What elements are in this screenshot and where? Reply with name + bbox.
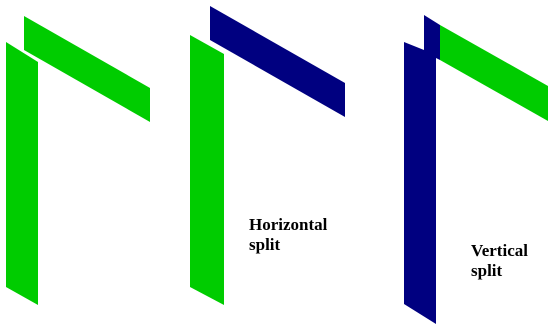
caption-vertical-line1: Vertical [471, 241, 528, 261]
caption-vertical-split: Vertical split [471, 241, 528, 281]
caption-horizontal-line1: Horizontal [249, 215, 327, 235]
caption-vertical-line2: split [471, 261, 528, 281]
vsplit-vertical-band [404, 15, 440, 324]
hsplit-horizontal-band [210, 6, 345, 117]
unsplit-vertical-band [6, 42, 38, 305]
caption-horizontal-line2: split [249, 235, 327, 255]
figure-unsplit [6, 16, 150, 305]
hsplit-vertical-band [190, 35, 224, 305]
vsplit-horizontal-band [440, 25, 548, 121]
caption-horizontal-split: Horizontal split [249, 215, 327, 255]
unsplit-horizontal-band [24, 16, 150, 122]
figure-horizontal-split [190, 6, 345, 305]
